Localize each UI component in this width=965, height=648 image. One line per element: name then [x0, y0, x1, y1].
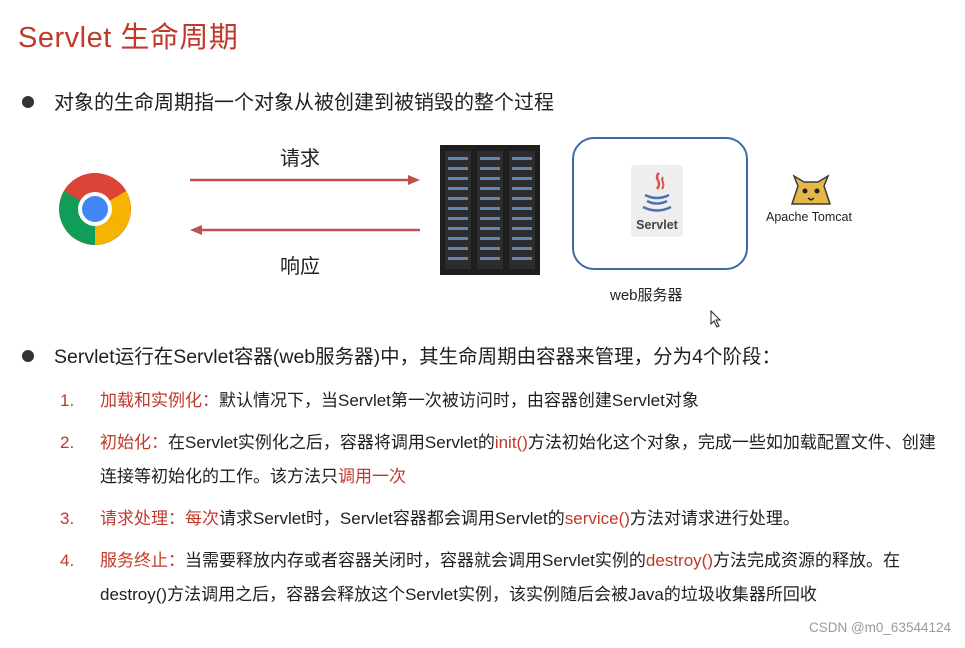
step-title: 服务终止：	[100, 551, 185, 570]
step-load-instantiate: 1. 加载和实例化：默认情况下，当Servlet第一次被访问时，由容器创建Serv…	[60, 384, 940, 418]
step-text: 方法完成资源的释放。在destroy()方法调用之后，容器会释放这个Servle…	[100, 551, 900, 604]
tomcat-logo-icon	[790, 174, 832, 205]
lifecycle-diagram: 请求 响应 Servlet web服务器 Ap	[0, 120, 965, 328]
server-rack-icon	[440, 145, 540, 275]
bullet-text: Servlet运行在Servlet容器(web服务器)中，其生命周期由容器来管理…	[54, 346, 781, 368]
step-text: 方法初始化这个对象，完成一些如加载配置文件、创建连接等初始化的工作。该方法只	[100, 433, 936, 486]
request-response-arrows	[190, 175, 420, 235]
response-arrowhead	[190, 225, 202, 235]
page-title: Servlet 生命周期	[18, 22, 239, 54]
request-label: 请求	[280, 148, 320, 170]
bullet-lifecycle-definition: 对象的生命周期指一个对象从被创建到被销毁的整个过程	[22, 86, 554, 115]
destroy-method: destroy()	[645, 551, 713, 570]
web-server-box	[572, 137, 748, 270]
step-number: 4.	[60, 551, 75, 570]
step-request-handling: 3. 请求处理：每次请求Servlet时，Servlet容器都会调用Servlet…	[60, 502, 940, 536]
step-number: 2.	[60, 433, 75, 452]
servlet-icon-label: Servlet	[636, 218, 678, 232]
tomcat-label: Apache Tomcat	[766, 210, 852, 224]
lifecycle-steps-list: 1. 加载和实例化：默认情况下，当Servlet第一次被访问时，由容器创建Serv…	[60, 384, 940, 620]
chrome-browser-icon	[59, 173, 131, 245]
step-number: 3.	[60, 509, 75, 528]
step-text: 当需要释放内存或者容器关闭时，容器就会调用Servlet实例的	[185, 551, 646, 570]
bullet-dot	[22, 95, 34, 108]
web-server-caption: web服务器	[610, 287, 683, 304]
init-method: init()	[494, 433, 528, 452]
mouse-cursor-icon	[710, 310, 722, 328]
step-title: 加载和实例化：	[100, 391, 219, 410]
bullet-servlet-container: Servlet运行在Servlet容器(web服务器)中，其生命周期由容器来管理…	[22, 340, 781, 369]
step-text: 方法对请求进行处理。	[629, 509, 800, 528]
step-text: 请求Servlet时，Servlet容器都会调用Servlet的	[219, 509, 565, 528]
bullet-text: 对象的生命周期指一个对象从被创建到被销毁的整个过程	[54, 92, 554, 114]
step-title: 请求处理：每次	[100, 509, 219, 528]
service-method: service()	[564, 509, 630, 528]
bullet-dot	[22, 349, 34, 362]
response-label: 响应	[280, 256, 320, 278]
step-destroy: 4. 服务终止：当需要释放内存或者容器关闭时，容器就会调用Servlet实例的de…	[60, 544, 940, 612]
csdn-watermark: CSDN @m0_63544124	[808, 620, 951, 635]
request-arrowhead	[408, 175, 420, 185]
step-text: 在Servlet实例化之后，容器将调用Servlet的	[168, 433, 495, 452]
step-initialize: 2. 初始化：在Servlet实例化之后，容器将调用Servlet的init()方…	[60, 426, 940, 494]
call-once-emphasis: 调用一次	[338, 467, 406, 486]
step-title: 初始化：	[100, 433, 168, 452]
step-text: 默认情况下，当Servlet第一次被访问时，由容器创建Servlet对象	[219, 391, 699, 410]
step-number: 1.	[60, 391, 75, 410]
servlet-java-icon	[631, 165, 683, 237]
